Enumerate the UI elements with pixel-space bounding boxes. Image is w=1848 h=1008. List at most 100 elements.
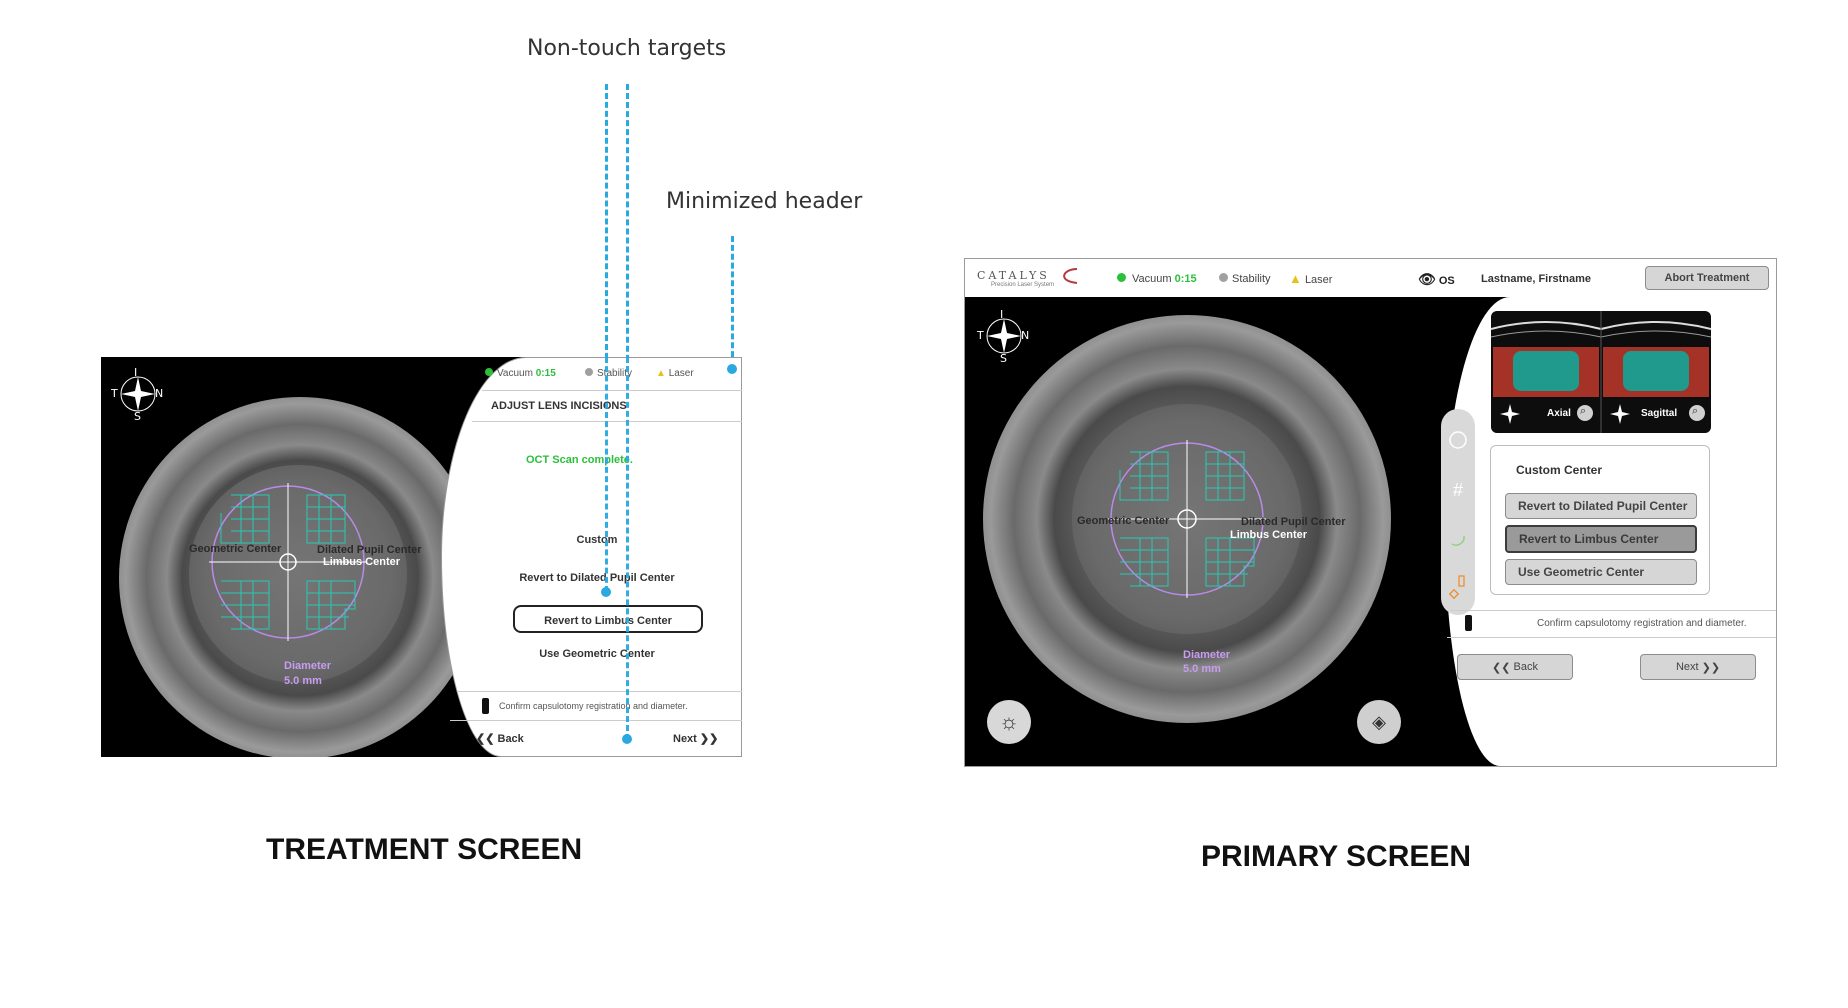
primary-side-panel: # xyxy=(1441,297,1776,766)
footer-divider xyxy=(450,720,742,721)
custom-center-label: Custom Center xyxy=(1516,463,1603,477)
footer-divider xyxy=(1447,637,1776,638)
layers-icon: ◈ xyxy=(1372,711,1386,732)
compass-icon: I T N S xyxy=(111,366,164,423)
diameter-label: Diameter xyxy=(1183,649,1231,661)
instruction-divider xyxy=(458,691,742,692)
axial-label: Axial xyxy=(1547,408,1571,419)
geometric-center-label: Geometric Center xyxy=(1077,515,1170,527)
dilated-pupil-center-label: Dilated Pupil Center xyxy=(1241,516,1346,528)
center-options-box xyxy=(1490,445,1710,595)
revert-limbus-button[interactable]: Revert to Limbus Center xyxy=(513,605,703,633)
diameter-label: Diameter xyxy=(284,660,332,672)
compass-icon: I T N S xyxy=(977,308,1030,365)
annotation-line-1 xyxy=(605,84,608,592)
eye-iris xyxy=(189,465,407,683)
page-title: ADJUST LENS INCISIONS xyxy=(491,400,627,412)
annotation-line-3 xyxy=(731,236,734,366)
zoom-icon: ⌕ xyxy=(1580,405,1587,417)
annotation-line-1-overlay xyxy=(605,357,608,592)
laser-warning-icon: ▲ xyxy=(656,368,666,379)
laser-status: ▲ Laser xyxy=(1289,271,1333,286)
vacuum-status: Vacuum 0:15 xyxy=(485,368,556,379)
brightness-button[interactable]: ☼ xyxy=(987,700,1031,744)
vacuum-status: Vacuum 0:15 xyxy=(1117,273,1197,285)
chevron-right-icon: ❯❯ xyxy=(1701,661,1721,674)
instruction-text: Confirm capsulotomy registration and dia… xyxy=(499,701,688,711)
vacuum-indicator-icon xyxy=(1117,273,1126,282)
revert-dilated-button[interactable]: Revert to Dilated Pupil Center xyxy=(1505,493,1697,519)
geometric-center-label: Geometric Center xyxy=(189,543,282,555)
logo-subtitle: Precision Laser System xyxy=(991,282,1055,288)
limbus-center-label: Limbus Center xyxy=(1230,529,1308,541)
stability-status: Stability xyxy=(585,368,632,379)
grid-tool-button[interactable]: # xyxy=(1441,465,1475,515)
circle-tool-icon xyxy=(1449,431,1467,449)
probe-icon xyxy=(482,698,489,714)
stability-indicator-icon xyxy=(1219,273,1228,282)
annotation-dot-3 xyxy=(727,364,737,374)
zoom-icon: ⌕ xyxy=(1692,405,1699,417)
primary-body: I T N S Geometric Center Dila xyxy=(965,297,1776,766)
capsulotomy-grid xyxy=(1108,440,1266,598)
dilated-pupil-center-label: Dilated Pupil Center xyxy=(317,544,422,556)
primary-header: CATALYS Precision Laser System Vacuum 0:… xyxy=(965,259,1776,298)
custom-option: Custom xyxy=(576,534,618,546)
axial-compass-icon xyxy=(1500,404,1520,424)
patient-name: Lastname, Firstname xyxy=(1481,273,1592,285)
catalys-logo: CATALYS xyxy=(977,269,1050,282)
arc-tool-button[interactable] xyxy=(1441,515,1475,565)
back-button[interactable]: ❮❮ Back xyxy=(476,733,524,745)
layers-button[interactable]: ◈ xyxy=(1357,700,1401,744)
primary-screen-caption: PRIMARY SCREEN xyxy=(1201,840,1472,873)
back-button[interactable]: ❮❮ Back xyxy=(1457,654,1573,680)
annotation-dot-1 xyxy=(601,587,611,597)
eye-side: 👁 OS xyxy=(1418,271,1455,287)
instruction-text: Confirm capsulotomy registration and dia… xyxy=(1537,618,1747,629)
header-divider xyxy=(482,390,742,391)
next-button[interactable]: Next ❯❯ xyxy=(1640,654,1756,680)
diameter-value: 5.0 mm xyxy=(284,675,322,687)
treatment-screen: I T N S Geometric Center Dilated Pupil C… xyxy=(101,357,742,757)
probe-icon xyxy=(1465,615,1472,631)
use-geometric-button[interactable]: Use Geometric Center xyxy=(1505,559,1697,585)
use-geometric-button[interactable]: Use Geometric Center xyxy=(539,648,655,660)
circle-tool-button[interactable] xyxy=(1441,415,1475,465)
sagittal-label: Sagittal xyxy=(1641,408,1678,419)
abort-treatment-button[interactable]: Abort Treatment xyxy=(1645,266,1769,290)
diameter-value: 5.0 mm xyxy=(1183,663,1221,675)
grid-tool-icon: # xyxy=(1452,479,1463,500)
sagittal-zoom-button[interactable]: ⌕ xyxy=(1689,405,1705,421)
limbus-center-label: Limbus Center xyxy=(323,556,401,568)
laser-warning-icon: ▲ xyxy=(1289,271,1302,286)
treatment-side-panel: Vacuum 0:15 Stability ▲ Laser ADJUST LEN… xyxy=(441,357,742,757)
oct-status-message: OCT Scan complete. xyxy=(526,454,633,466)
primary-screen: CATALYS Precision Laser System Vacuum 0:… xyxy=(964,258,1777,767)
revert-limbus-button[interactable]: Revert to Limbus Center xyxy=(1505,525,1697,553)
logo-swoosh-icon xyxy=(1063,268,1078,284)
capsulotomy-grid xyxy=(209,483,367,641)
stability-status: Stability xyxy=(1219,273,1271,285)
next-button[interactable]: Next ❯❯ xyxy=(673,733,719,745)
stability-indicator-icon xyxy=(585,368,593,376)
revert-dilated-button[interactable]: Revert to Dilated Pupil Center xyxy=(519,572,675,584)
incision-tool-button[interactable] xyxy=(1441,563,1475,613)
chevron-right-icon: ❯❯ xyxy=(699,733,719,745)
oct-scans xyxy=(1491,311,1711,433)
annotation-line-2-overlay xyxy=(626,357,629,740)
incision-tool-icon xyxy=(1448,575,1465,600)
sagittal-compass-icon xyxy=(1610,404,1630,424)
treatment-screen-caption: TREATMENT SCREEN xyxy=(266,833,583,866)
instruction-divider xyxy=(1451,610,1776,611)
vacuum-indicator-icon xyxy=(485,368,493,376)
oct-panel: Axial Sagittal ⌕ ⌕ xyxy=(1491,311,1711,433)
axial-zoom-button[interactable]: ⌕ xyxy=(1577,405,1593,421)
brightness-icon: ☼ xyxy=(998,709,1020,734)
annotation-non-touch-targets: Non-touch targets xyxy=(527,36,727,61)
chevron-left-icon: ❮❮ xyxy=(1492,661,1511,674)
chevron-left-icon: ❮❮ xyxy=(476,733,495,745)
tool-strip xyxy=(1441,409,1475,615)
laser-status: ▲ Laser xyxy=(656,368,694,379)
arc-tool-icon xyxy=(1451,535,1465,546)
annotation-minimized-header: Minimized header xyxy=(666,189,863,214)
